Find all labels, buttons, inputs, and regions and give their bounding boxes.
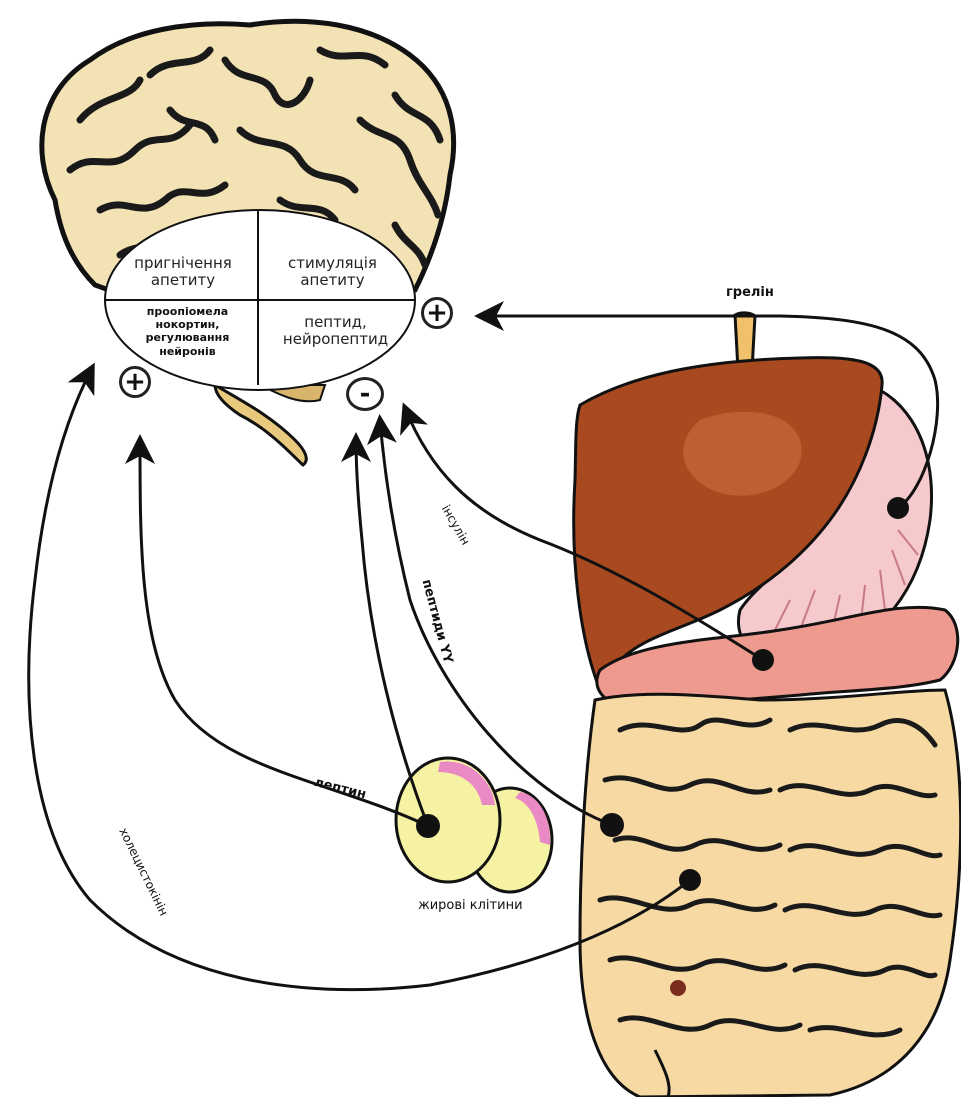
plus-sign-left: + (119, 366, 151, 398)
quadrant-neuropeptide: пептид, нейропептид (268, 314, 403, 349)
arrow-leptin-to-minus (356, 438, 428, 826)
quadrant-appetite-suppression: пригнічення апетиту (118, 255, 248, 290)
label-fat-cells: жирові клітини (418, 899, 523, 914)
arrow-leptin-to-plus (140, 440, 428, 826)
digestive-organs (574, 313, 961, 1097)
label-ghrelin: грелін (726, 286, 774, 301)
quadrant-pomc-neurons: проопіомела нокортин, регулювання нейрон… (125, 305, 250, 358)
hypothalamus-ellipse (105, 210, 415, 390)
plus-sign-right: + (421, 297, 453, 329)
minus-sign: - (346, 377, 384, 411)
quadrant-appetite-stimulation: стимуляція апетиту (270, 255, 395, 290)
